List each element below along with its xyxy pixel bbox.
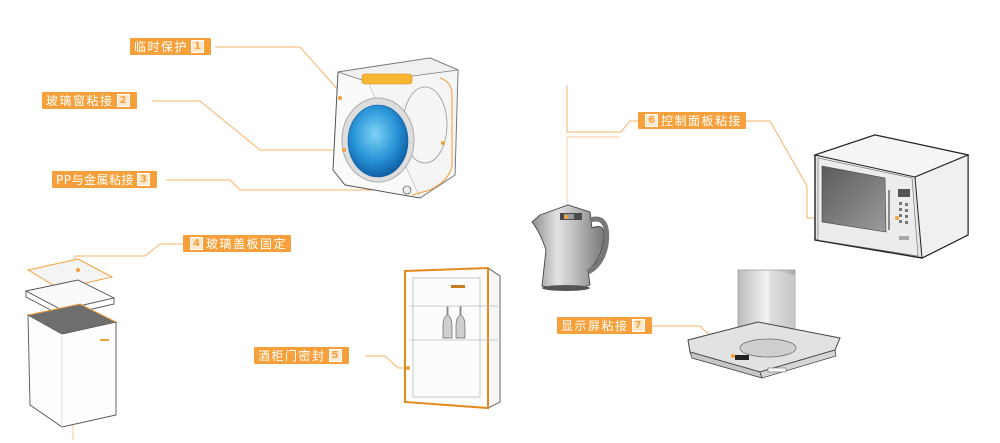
callout-label-4: 4 玻璃盖板固定	[183, 235, 292, 252]
leader-line-5	[365, 355, 410, 369]
callout-dot-1	[338, 96, 342, 100]
callout-text: 玻璃窗粘接	[46, 94, 114, 108]
callout-label-7: 显示屏粘接 7	[557, 317, 652, 334]
leader-line-2	[152, 100, 345, 151]
callout-number: 1	[191, 40, 205, 53]
callout-number: 5	[328, 349, 342, 362]
callout-text: 玻璃盖板固定	[206, 237, 288, 251]
kettle	[531, 204, 610, 291]
microwave	[813, 134, 970, 259]
callout-dot-6-kettle	[564, 215, 568, 219]
callout-label-1: 临时保护 1	[130, 38, 212, 55]
callout-dot-5	[406, 366, 410, 370]
callout-text: 显示屏粘接	[561, 319, 629, 333]
callout-number: 4	[190, 237, 203, 250]
callout-label-6: 6 控制面板粘接	[638, 112, 747, 129]
callout-text: 临时保护	[134, 40, 189, 54]
callout-dot-2	[342, 148, 346, 152]
microwave-keypad	[899, 202, 908, 224]
callout-text: PP与金属粘接	[56, 173, 134, 187]
callout-number: 7	[631, 319, 645, 332]
callout-text: 控制面板粘接	[661, 114, 743, 128]
callout-label-5: 酒柜门密封 5	[254, 347, 349, 364]
leader-line-6a	[566, 85, 640, 133]
callout-label-3: PP与金属粘接 3	[52, 171, 157, 188]
callout-label-2: 玻璃窗粘接 2	[42, 92, 137, 109]
callout-number: 6	[645, 114, 658, 127]
callout-dot-7	[731, 354, 735, 358]
wine-cabinet	[404, 266, 501, 410]
callout-number: 2	[116, 94, 130, 107]
callout-dot-3	[441, 141, 445, 145]
callout-dot-6-microwave	[895, 216, 899, 220]
callout-number: 3	[136, 173, 150, 186]
trash-bin	[24, 258, 118, 428]
washing-machine	[332, 57, 460, 199]
callout-text: 酒柜门密封	[258, 349, 326, 363]
leader-line-1	[215, 46, 341, 93]
callout-dot-4	[76, 268, 80, 272]
range-hood	[687, 269, 841, 379]
